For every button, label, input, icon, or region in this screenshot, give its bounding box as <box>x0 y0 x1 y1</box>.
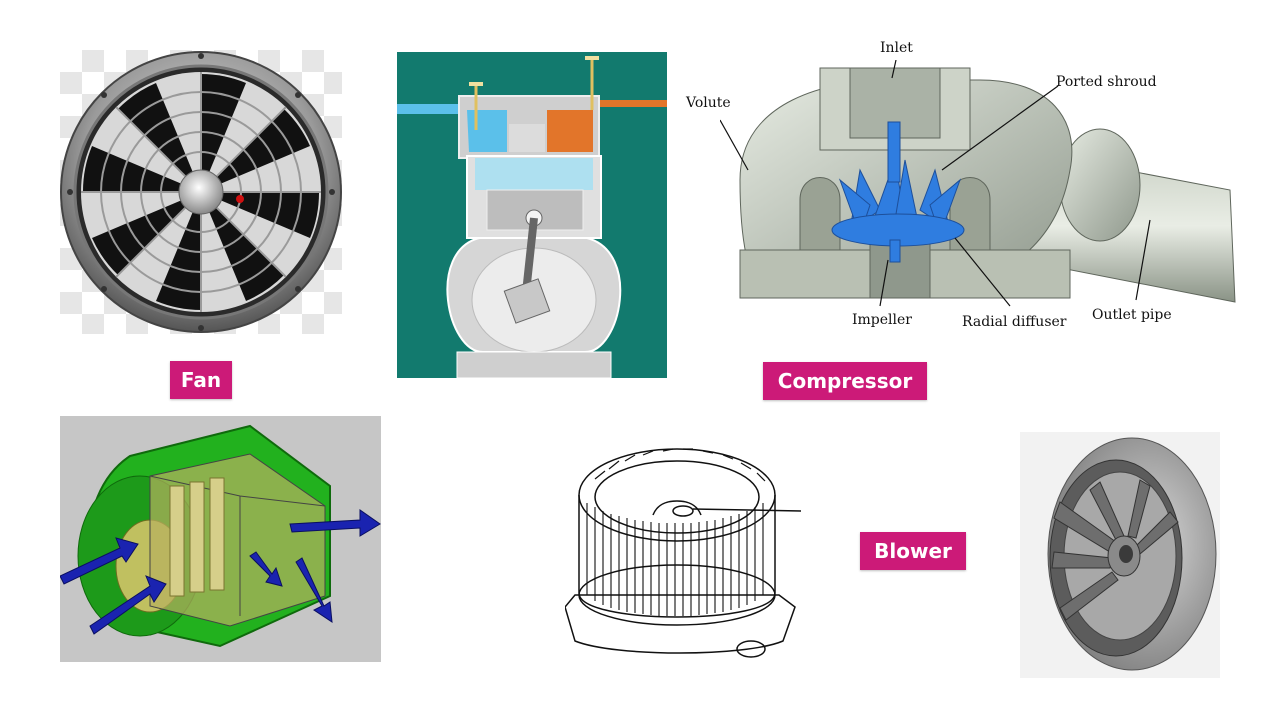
compressor-tag: Compressor <box>763 362 927 400</box>
label-outlet-pipe: Outlet pipe <box>1092 307 1172 323</box>
centrifugal-blower-wheel <box>1020 432 1220 678</box>
centrifugal-compressor-cutaway <box>720 60 1236 307</box>
label-radial-diffuser: Radial diffuser <box>962 314 1067 330</box>
label-impeller: Impeller <box>852 312 912 328</box>
blower-tag: Blower <box>860 532 966 570</box>
label-inlet: Inlet <box>880 40 913 56</box>
label-ported-shroud: Ported shroud <box>1056 74 1157 90</box>
fan-tag: Fan <box>170 361 232 399</box>
axial-fan-illustration <box>60 51 342 333</box>
reciprocating-compressor-diagram <box>397 52 667 378</box>
squirrel-cage-blower-drawing <box>565 448 801 658</box>
label-volute: Volute <box>686 95 731 111</box>
blower-housing-model <box>60 416 381 662</box>
